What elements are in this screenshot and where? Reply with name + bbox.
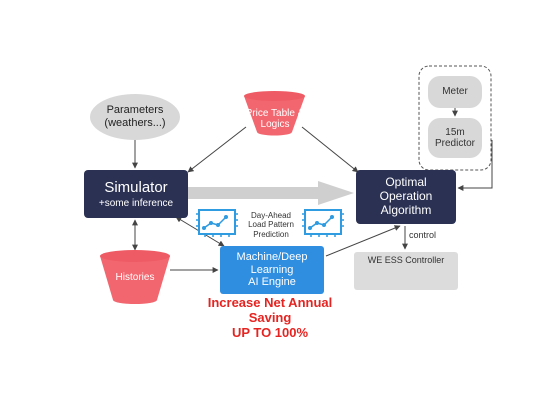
optimal-line3: Algorithm xyxy=(380,202,432,217)
meter-label: Meter xyxy=(442,86,468,98)
simulator-subtitle: +some inference xyxy=(98,197,174,209)
price-table-line1: Price Table & xyxy=(245,107,305,119)
line-chart-icon xyxy=(196,209,238,237)
optimal-algorithm-node: Optimal Operation Algorithm xyxy=(356,170,456,224)
edge-predictor-optimal xyxy=(457,140,493,191)
price-table-cylinder xyxy=(244,91,305,136)
day-ahead-line3: Prediction xyxy=(253,229,289,239)
line-chart-icon xyxy=(302,209,344,237)
parameters-line2: (weathers...) xyxy=(104,117,166,129)
histories-cylinder xyxy=(100,250,170,304)
predictor-line2: Predictor xyxy=(434,138,475,149)
meter-group-container xyxy=(418,65,492,171)
ai-engine-line2: Learning xyxy=(250,263,294,276)
histories-label: Histories xyxy=(115,272,155,284)
day-ahead-label: Day-Ahead Load Pattern Prediction xyxy=(236,206,306,244)
edge-price-optimal xyxy=(301,126,359,173)
parameters-line1: Parameters xyxy=(106,104,164,117)
ess-controller-label: WE ESS Controller xyxy=(367,255,445,265)
optimal-line2: Operation xyxy=(379,189,433,204)
ai-engine-line3: AI Engine xyxy=(248,276,296,289)
price-table-node: Price Table & Logics xyxy=(240,106,310,132)
ai-engine-node: Machine/Deep Learning AI Engine xyxy=(220,246,324,294)
simulator-node: Simulator +some inference xyxy=(84,170,188,218)
day-ahead-line2: Load Pattern xyxy=(248,220,294,230)
meter-node: Meter xyxy=(428,76,482,108)
edge-ai-optimal xyxy=(325,225,401,257)
control-label: control xyxy=(409,230,437,240)
predictor-line1: 15m xyxy=(445,126,465,138)
edge-price-simulator xyxy=(187,126,247,173)
optimal-line1: Optimal xyxy=(385,175,427,190)
headline-line2: UP TO 100% xyxy=(231,324,309,340)
ess-controller-node: WE ESS Controller xyxy=(354,252,458,290)
simulator-title: Simulator xyxy=(104,178,168,196)
predictor-node: 15m Predictor xyxy=(428,118,482,158)
parameters-node-shape xyxy=(90,94,180,140)
price-table-line2: Logics xyxy=(260,119,290,130)
flow-arrow xyxy=(188,181,354,205)
ai-engine-line1: Machine/Deep xyxy=(236,251,308,264)
headline: Increase Net Annual Saving UP TO 100% xyxy=(190,295,350,341)
day-ahead-line1: Day-Ahead xyxy=(250,211,292,221)
parameters-node: Parameters (weathers...) xyxy=(90,100,180,134)
histories-node: Histories xyxy=(100,270,170,286)
headline-line1: Increase Net Annual Saving xyxy=(207,295,333,325)
